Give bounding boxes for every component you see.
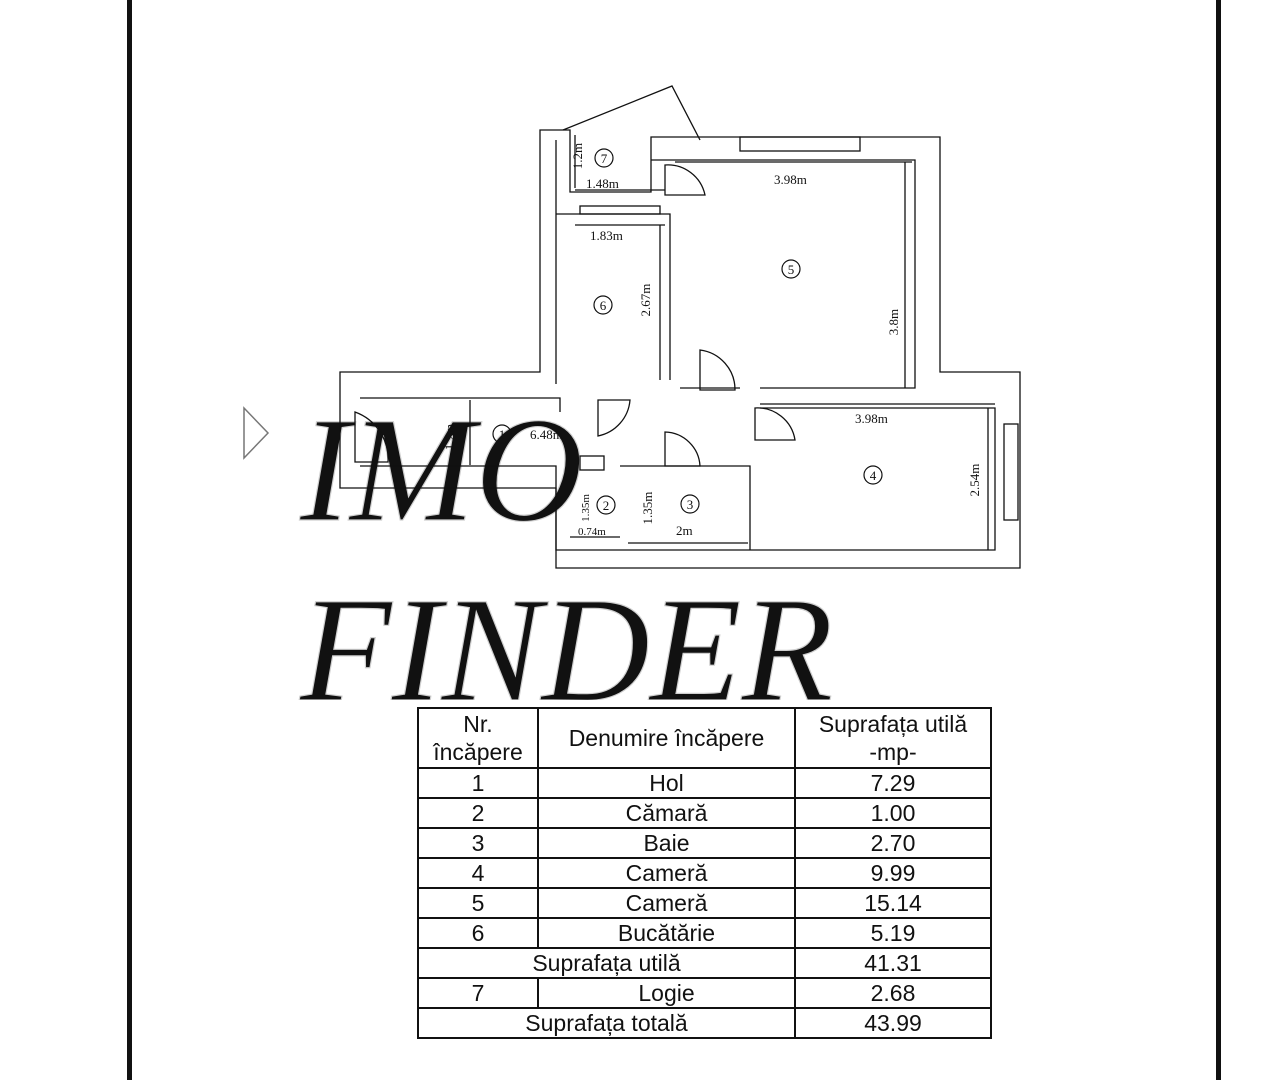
room-number: 5 (788, 262, 795, 277)
room-marker (492, 424, 512, 444)
door-pantry (579, 455, 605, 471)
dim-label: 3.8m (886, 309, 901, 335)
floor-plan: IMO FINDER (243, 85, 1021, 700)
dim-label: 3.98m (774, 172, 807, 187)
subtotal-row: Suprafața utilă 41.31 (417, 947, 992, 979)
door-bathroom (664, 431, 701, 467)
dim-label: 3.98m (855, 411, 888, 426)
door-room-5 (699, 349, 736, 391)
room-number: 2 (603, 498, 610, 513)
table-header-row: Nr.încăpere Denumire încăpere Suprafața … (417, 707, 992, 769)
table-row: 1 Hol 7.29 (417, 767, 992, 799)
cell-nr: 1 (417, 767, 539, 799)
room-number: 3 (687, 497, 694, 512)
room-number: 4 (870, 468, 877, 483)
page-border-right (1216, 0, 1221, 1080)
cell-area: 1.00 (794, 797, 992, 829)
window-room-4 (1003, 423, 1019, 521)
cell-nr: 4 (417, 857, 539, 889)
cell-nr: 2 (417, 797, 539, 829)
subtotal-label: Suprafața utilă (417, 947, 796, 979)
dim-label: 2.54m (967, 464, 982, 497)
cell-nr: 5 (417, 887, 539, 919)
window-room-6 (579, 205, 661, 215)
inner-wall (360, 140, 996, 551)
room-number: 1 (499, 427, 506, 442)
dim-label: 1.2m (570, 143, 585, 169)
total-row: Suprafața totală 43.99 (417, 1007, 992, 1039)
dim-label: 1.48m (586, 176, 619, 191)
door-room-4 (754, 407, 796, 441)
room-marker (594, 148, 614, 168)
dim-label: 1.35m (580, 494, 592, 522)
cell-area: 5.19 (794, 917, 992, 949)
dim-label: 2m (676, 523, 693, 538)
room-number: 6 (600, 298, 607, 313)
subtotal-area: 41.31 (794, 947, 992, 979)
dim-label: 2.67m (638, 284, 653, 317)
cell-name: Cameră (537, 857, 796, 889)
cell-name: Cameră (537, 887, 796, 919)
total-area: 43.99 (794, 1007, 992, 1039)
door-entrance (354, 411, 389, 463)
room-marker (593, 295, 613, 315)
dim-label: 0.74m (578, 526, 606, 538)
door-kitchen (597, 399, 631, 437)
door-loggia (664, 164, 706, 196)
cell-area: 9.99 (794, 857, 992, 889)
cell-name: Cămară (537, 797, 796, 829)
cell-name: Hol (537, 767, 796, 799)
area-table: Nr.încăpere Denumire încăpere Suprafața … (417, 707, 992, 1039)
dim-label: 1.2m (442, 424, 457, 450)
cell-nr: 3 (417, 827, 539, 859)
total-label: Suprafața totală (417, 1007, 796, 1039)
table-row: 2 Cămară 1.00 (417, 797, 992, 829)
room-marker (680, 494, 700, 514)
table-row: 3 Baie 2.70 (417, 827, 992, 859)
cell-nr: 6 (417, 917, 539, 949)
table-row: 6 Bucătărie 5.19 (417, 917, 992, 949)
cell-area: 2.68 (794, 977, 992, 1009)
header-room-name: Denumire încăpere (537, 707, 796, 769)
cell-name: Bucătărie (537, 917, 796, 949)
cell-name: Logie (537, 977, 796, 1009)
page-border-left (127, 0, 132, 1080)
cell-nr: 7 (417, 977, 539, 1009)
loggia-outline (562, 85, 701, 141)
room-number: 7 (601, 151, 608, 166)
cell-area: 15.14 (794, 887, 992, 919)
outer-wall (339, 129, 1021, 569)
triangle-right-outline-icon[interactable] (243, 406, 270, 460)
header-area: Suprafața utilă-mp- (794, 707, 992, 769)
dim-label: 1.35m (640, 492, 655, 525)
dim-label: 1.83m (590, 228, 623, 243)
room-marker (863, 465, 883, 485)
cell-area: 7.29 (794, 767, 992, 799)
watermark-bottom: FINDER (299, 567, 833, 700)
table-row: 4 Cameră 9.99 (417, 857, 992, 889)
dim-label: 6.48m (530, 427, 563, 442)
room-marker (596, 495, 616, 515)
table-row: 5 Cameră 15.14 (417, 887, 992, 919)
header-room-nr: Nr.încăpere (417, 707, 539, 769)
room-marker (781, 259, 801, 279)
watermark-top: IMO (299, 387, 583, 553)
cell-area: 2.70 (794, 827, 992, 859)
table-row: 7 Logie 2.68 (417, 977, 992, 1009)
window-room-5 (739, 136, 861, 152)
cell-name: Baie (537, 827, 796, 859)
